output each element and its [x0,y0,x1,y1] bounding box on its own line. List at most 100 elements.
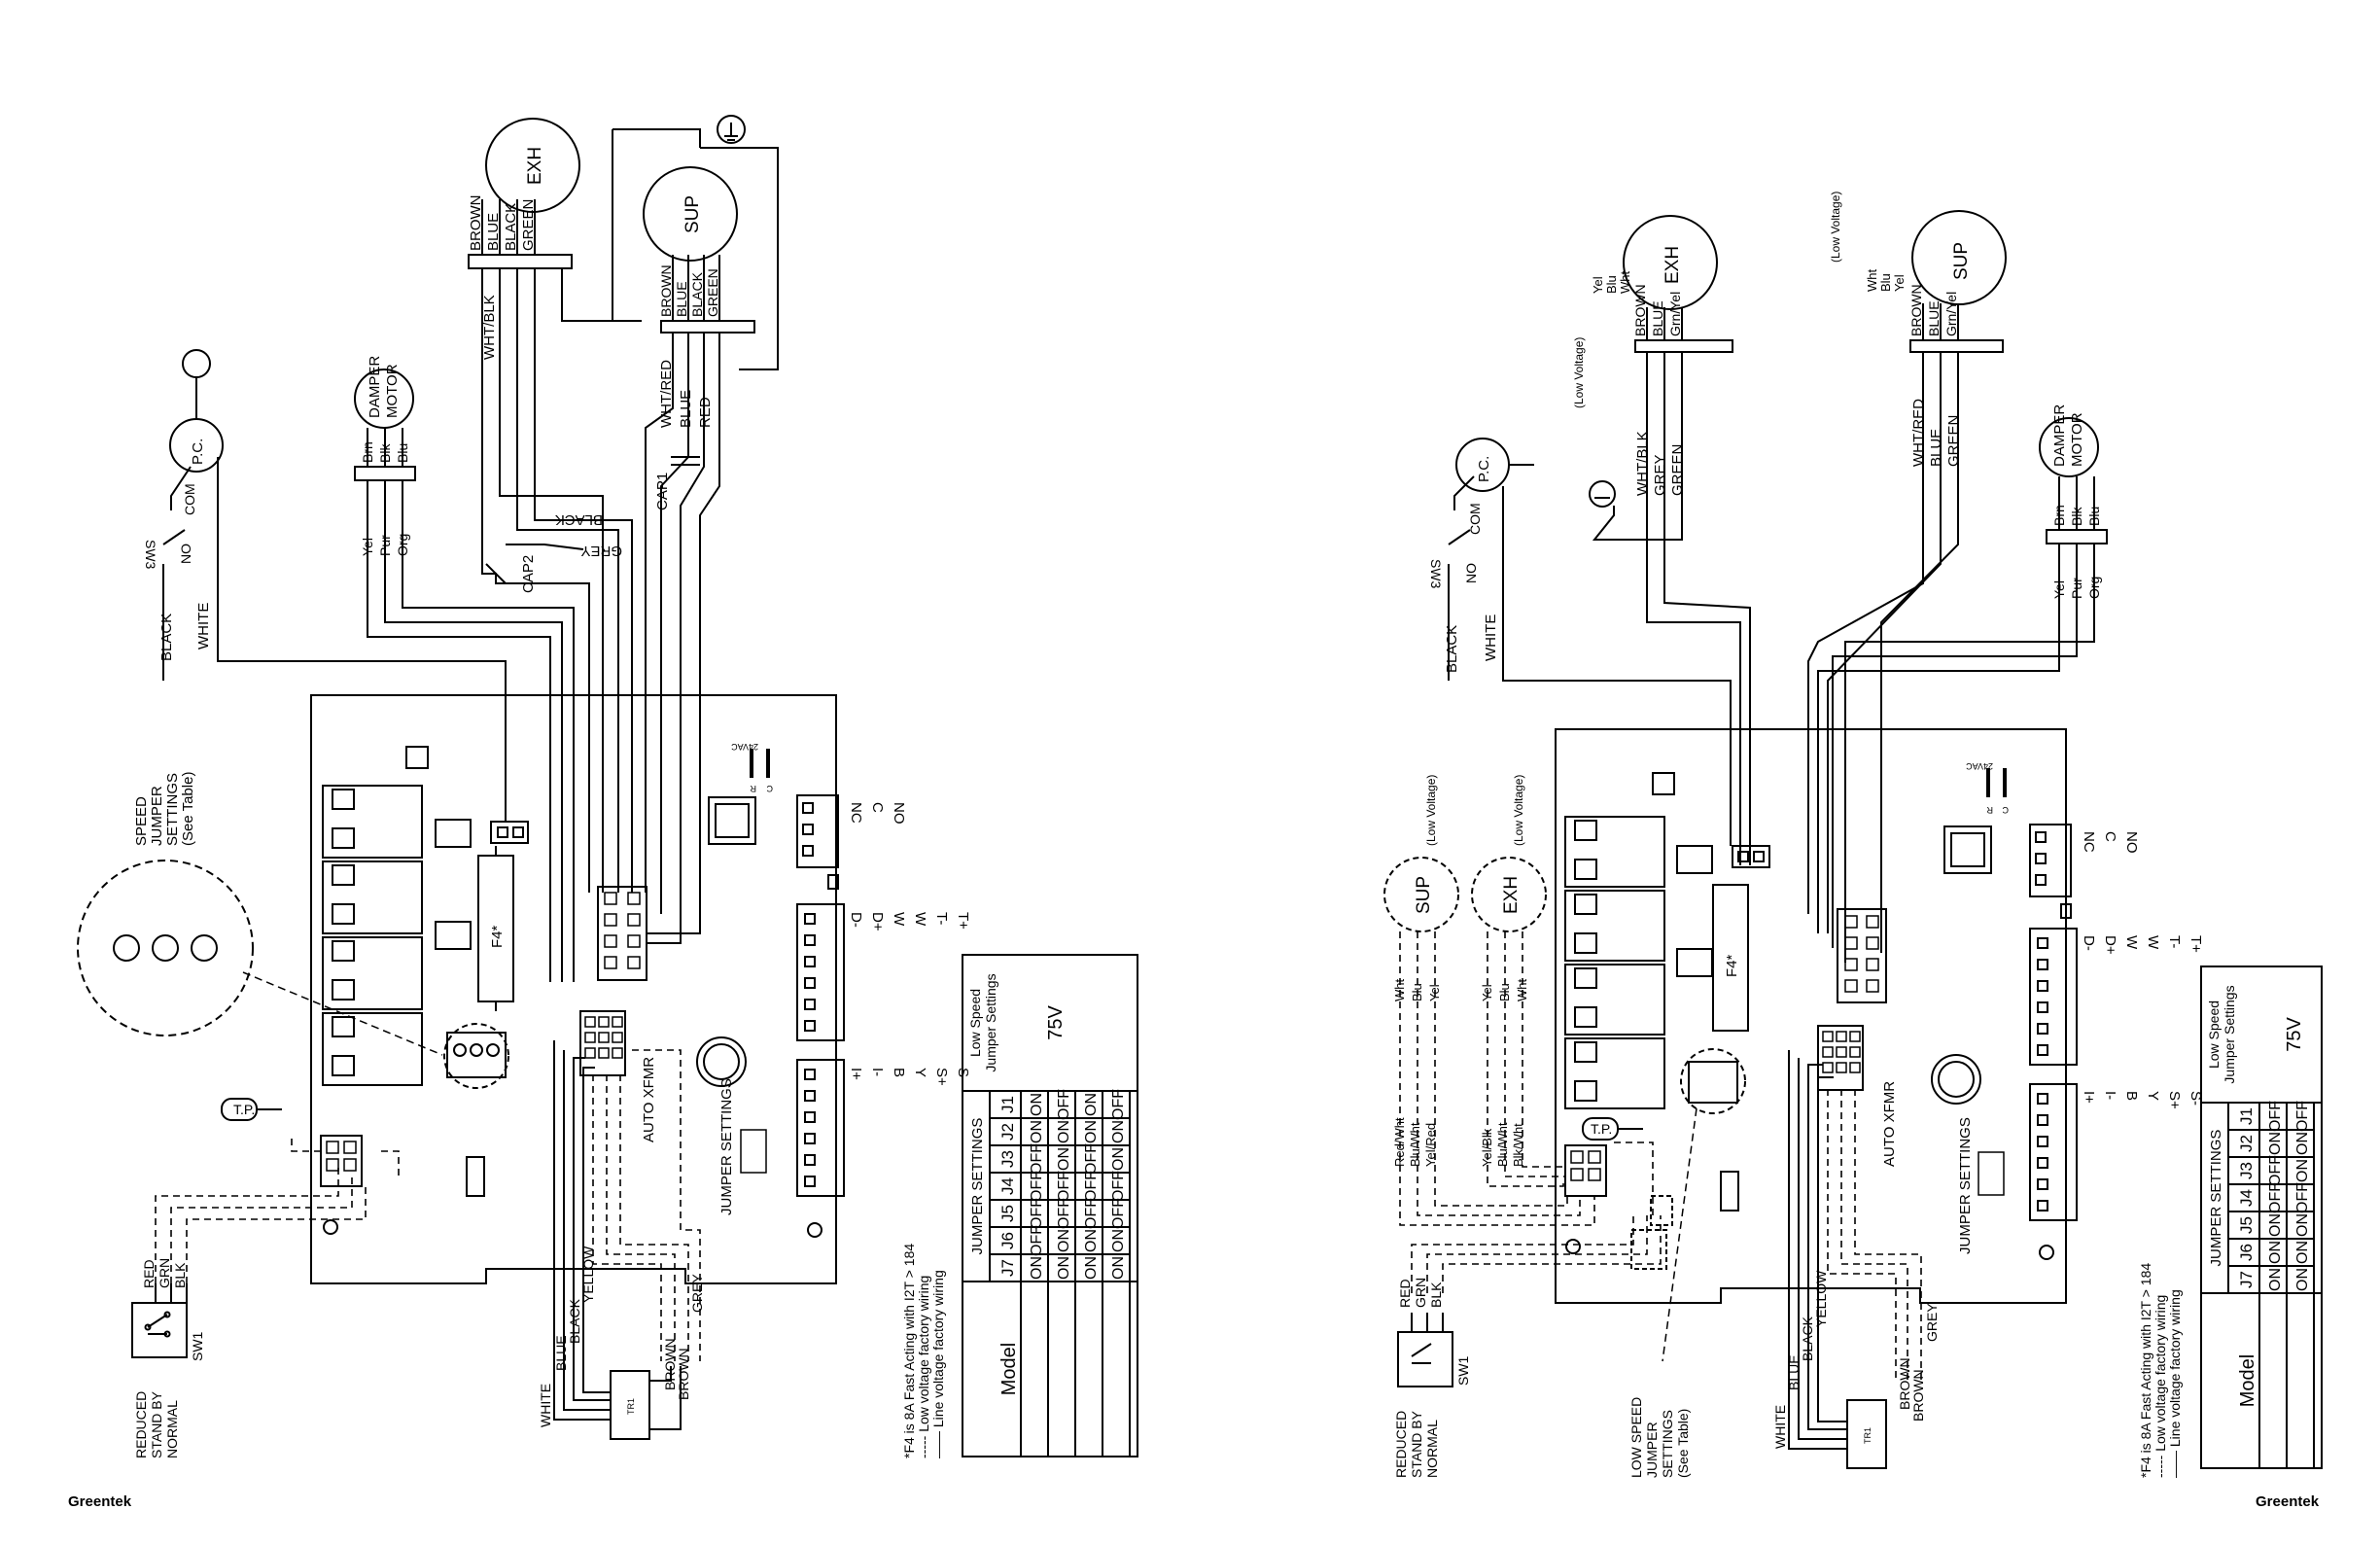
xfmr-wire-label: BROWN [676,1348,691,1400]
terminal-label: T- [2166,935,2183,948]
cap1-label: CAP1 [654,473,671,510]
table-col-header: J5 [2237,1216,2256,1234]
table-cell-value: ON [1110,1120,1127,1143]
terminal-label: NC [2081,831,2097,853]
exh-wire-label: BROWN [468,195,484,252]
terminal-label: NC [848,802,864,824]
mode-label: REDUCED [133,1391,149,1458]
terminal-label: I+ [2081,1091,2097,1104]
terminal-label: D- [848,912,864,928]
sw3-label: SW3 [1428,559,1444,589]
relay [322,860,423,934]
pc-wire-black: BLACK [158,614,175,661]
sup-wire-label: GREEN [705,268,720,317]
table-group-header: JUMPER SETTINGS [2208,1130,2224,1267]
terminal-label: I+ [848,1068,864,1080]
note-text: —— Line voltage factory wiring [2167,1289,2183,1478]
tr1-label: TR1 [1863,1427,1872,1444]
table-cell-value: OFF [1083,1171,1100,1202]
sup-lead-label: BLUE [678,390,694,428]
brand-left: Greentek [68,1493,131,1511]
sup-low-voltage-lead: Yel [1892,274,1907,292]
jumper-table-right: J7J6J5J4J3J2J1ONONONOFFOFFONOFFONONONOFF… [2200,966,2323,1469]
wire-label-black: BLACK [555,511,603,528]
mode-label: NORMAL [164,1400,180,1458]
table-cell-value: ON [1083,1256,1100,1280]
fuse-f4 [1712,884,1749,1032]
table-cell-value: OFF [2294,1101,2311,1132]
table-col-header: J1 [2237,1107,2256,1125]
table-col-header: J3 [998,1150,1017,1168]
exh-feed-label: Blk/Wht [1511,1123,1525,1167]
table-model-header: Model [998,1343,1020,1395]
sw1-lead-label: GRN [1413,1278,1428,1308]
com-label: COM [1467,503,1483,535]
auto-xfmr-label: AUTO XFMR [641,1057,657,1142]
damper-lead-label: Yel [360,538,375,556]
low-speed-label: SETTINGS [1660,1410,1675,1478]
table-value: 75V [2284,1017,2305,1052]
table-col-header: J2 [998,1123,1017,1141]
sup-low-voltage-lead: Blu [1878,273,1893,292]
table-cell-value: ON [2267,1268,2284,1291]
c-label: C [2002,805,2009,815]
switch-sw1 [1397,1331,1453,1387]
table-model-header: Model [2237,1354,2258,1407]
damper-wire-label: Blu [2086,507,2102,526]
sup-motor [643,166,738,262]
low-speed-label: (See Table) [1675,1409,1691,1478]
table-cell-value: OFF [1056,1198,1072,1229]
exh-wire-label: BLUE [485,213,502,251]
table-col-header: J7 [998,1259,1017,1277]
mode-label: STAND BY [149,1390,164,1458]
table-cell-value: OFF [2267,1155,2284,1186]
jumper-table-left: J7J6J5J4J3J2J1ONOFFOFFOFFOFFONONONONOFFO… [962,954,1138,1457]
damper-lead-label: Yel [2051,580,2067,599]
terminal-label: D+ [2102,935,2118,955]
table-col-header: J4 [2237,1189,2256,1207]
table-cell-value: ON [1083,1093,1100,1116]
damper-lead-label: Pur [2069,578,2084,599]
table-cell [2200,1292,2323,1469]
sup-input-label: Yel [1427,984,1442,1001]
sup-input-label: Blu [1410,983,1424,1001]
xfmr-wire-label: BLACK [567,1298,582,1344]
table-cell-value: ON [1056,1229,1072,1252]
diagram-left [77,115,845,1440]
table-cell-value: OFF [1029,1171,1045,1202]
table-cell-value: ON [1056,1256,1072,1280]
sw1-lead-label: BLK [172,1262,188,1288]
table-cell-value: ON [1029,1120,1045,1143]
table-cell [1074,1281,1103,1457]
wire-label-wht-blk: WHT/BLK [481,295,498,360]
terminal-label: Y [912,1068,928,1077]
exh-feed-label: Yel/Blk [1480,1128,1494,1167]
terminal-label: D+ [869,912,886,931]
exh-motor [1623,215,1718,310]
speed-jumper-label: SETTINGS [164,773,181,846]
mode-label: NORMAL [1424,1420,1440,1478]
terminal-label: B [891,1068,907,1077]
table-cell [1020,1281,1049,1457]
terminal-label: Y [2145,1091,2161,1101]
sup-feed-label: Blu/Wht [1408,1122,1422,1167]
sup-wire-label: BLACK [689,271,705,317]
table-cell-value: ON [1029,1093,1045,1116]
speed-jumper-label: JUMPER [149,786,165,846]
jumper-settings-label: JUMPER SETTINGS [718,1078,735,1215]
damper-label: MOTOR [2069,412,2085,467]
table-cell-value: ON [1083,1120,1100,1143]
transformer-tr1 [1846,1399,1887,1469]
sup-circle-label: SUP [1414,876,1434,914]
xfmr-wire-label: BLUE [1786,1354,1802,1390]
sw1-label: SW1 [190,1331,205,1361]
table-col-header: J6 [998,1232,1017,1249]
exh-wire-label: Grn/Yel [1667,292,1683,336]
pc-wire-white: WHITE [1483,614,1499,661]
table-cell [2286,1102,2315,1131]
exh-low-voltage-lead: Yel [1591,276,1605,294]
damper-motor [2039,417,2099,477]
